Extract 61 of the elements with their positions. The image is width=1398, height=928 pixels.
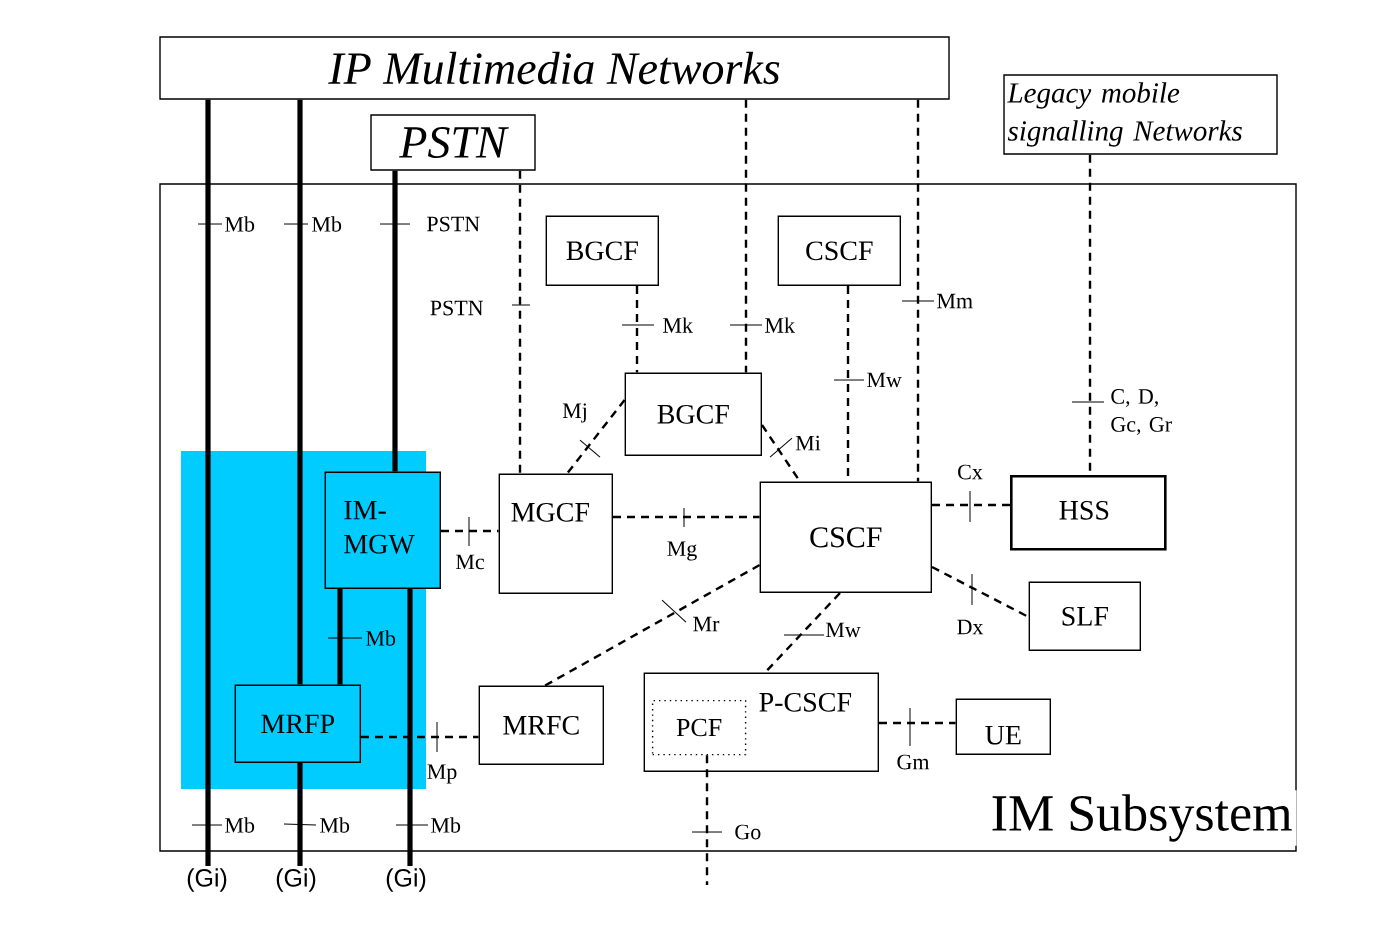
connector (297, 99, 303, 685)
function-box: PCF (651, 699, 747, 756)
function-box: MRFP (234, 684, 361, 763)
connector (361, 735, 479, 739)
edge-label: Mc (455, 554, 484, 570)
connector (392, 170, 398, 472)
function-box: BGCF (545, 215, 659, 286)
edge-label: Mp (427, 764, 457, 784)
function-box: CSCF (777, 215, 901, 286)
edge-label: Mb (366, 630, 396, 646)
connector (337, 589, 343, 685)
function-box: IM-MGW (324, 471, 441, 589)
connector (205, 99, 211, 866)
edge-label: Mw (867, 372, 902, 388)
edge-label: PSTN (430, 300, 484, 316)
network-box: IP Multimedia Networks (159, 36, 950, 100)
edge-label: Mw (825, 622, 861, 638)
connector (932, 503, 1010, 507)
connector (566, 399, 626, 475)
edge-label: Mb (320, 817, 350, 833)
interface-label: (Gi) (386, 868, 426, 892)
edge-label: Mb (225, 216, 255, 232)
edge-label: Mb (431, 817, 461, 833)
function-box: UE (955, 698, 1051, 755)
edge-label: Mi (795, 435, 821, 451)
connector (764, 592, 841, 674)
function-box: MGCF (498, 473, 613, 594)
connector (518, 170, 522, 474)
function-box: BGCF (624, 372, 762, 456)
network-box: Legacy mobile signalling Networks (1003, 74, 1278, 155)
edge-label: Dx (957, 619, 984, 635)
connector (407, 589, 413, 866)
edge-label: PSTN (427, 216, 480, 232)
function-box: SLF (1028, 581, 1141, 651)
edge-label: Mm (937, 293, 973, 309)
edge-label: Go (735, 824, 761, 840)
connector (916, 99, 920, 482)
edge-label: Mb (312, 216, 342, 232)
interface-label: (Gi) (276, 868, 316, 892)
network-box: PSTN (370, 114, 536, 171)
connector (613, 515, 760, 519)
function-box: MRFC (478, 685, 604, 765)
connector (297, 763, 303, 866)
edge-label: Mr (693, 616, 720, 632)
edge-label: Mg (667, 541, 697, 561)
edge-label: Gm (897, 754, 930, 770)
connector (705, 755, 709, 885)
connector (441, 529, 499, 533)
interface-label: (Gi) (187, 868, 227, 892)
connector (744, 99, 748, 373)
edge-label: Mj (562, 403, 586, 423)
function-box: HSS (1010, 475, 1167, 551)
edge-label: Mk (765, 317, 795, 333)
edge-label: C, D, Gc, Gr (1111, 389, 1172, 435)
interface-label: Mb (225, 817, 255, 833)
connector (879, 721, 956, 725)
connector (635, 286, 639, 373)
edge-label: Cx (958, 464, 983, 480)
connector (544, 563, 761, 687)
function-box: CSCF (759, 481, 932, 593)
edge-label: Mk (663, 317, 693, 333)
